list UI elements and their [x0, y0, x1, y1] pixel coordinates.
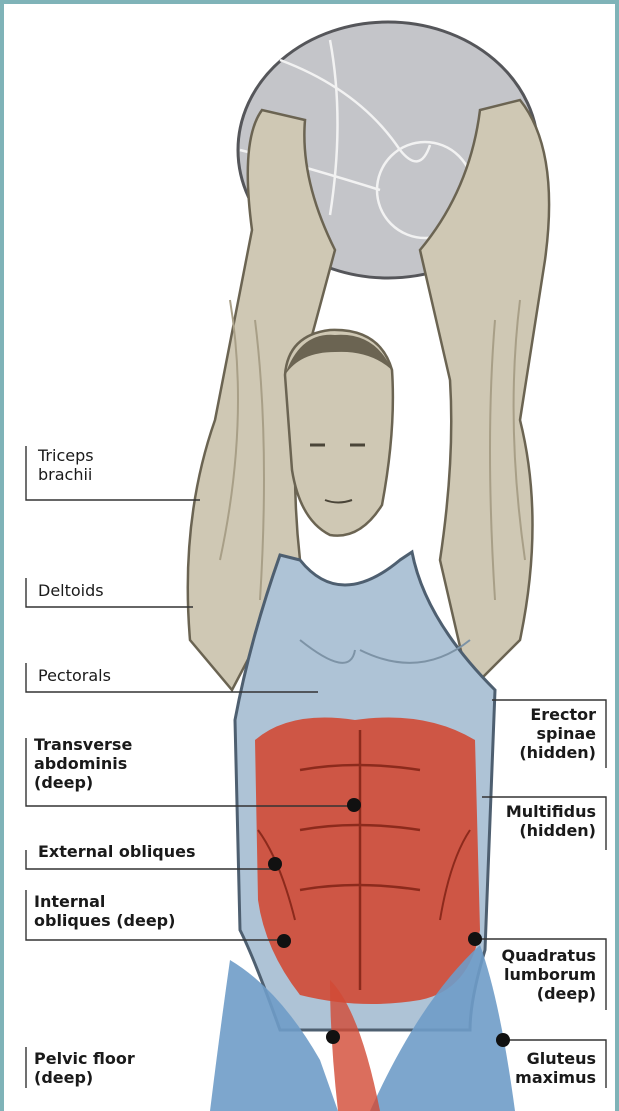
label-line: maximus — [515, 1068, 596, 1087]
dot-external-obliques — [268, 857, 282, 871]
label-line: Transverse — [34, 735, 132, 754]
label-triceps-brachii: Triceps brachii — [38, 446, 94, 484]
label-quadratus-lumborum: Quadratus lumborum (deep) — [502, 946, 597, 1004]
abdominal-muscles — [255, 718, 480, 1005]
label-gluteus-maximus: Gluteus maximus — [515, 1049, 596, 1087]
label-line: (deep) — [34, 1068, 135, 1087]
label-line: (hidden) — [506, 821, 596, 840]
label-line: brachii — [38, 465, 94, 484]
label-line: Deltoids — [38, 581, 104, 600]
label-line: abdominis — [34, 754, 132, 773]
label-erector-spinae: Erector spinae (hidden) — [519, 705, 596, 763]
label-line: (deep) — [34, 773, 132, 792]
label-internal-obliques: Internal obliques (deep) — [34, 892, 175, 930]
label-line: Pectorals — [38, 666, 111, 685]
label-line: spinae — [519, 724, 596, 743]
label-line: lumborum — [502, 965, 597, 984]
dot-quadratus-lumborum — [468, 932, 482, 946]
head — [285, 330, 393, 536]
label-line: Erector — [519, 705, 596, 724]
label-pectorals: Pectorals — [38, 666, 111, 685]
dot-pelvic-floor — [326, 1030, 340, 1044]
label-line: Pelvic floor — [34, 1049, 135, 1068]
label-line: (hidden) — [519, 743, 596, 762]
dot-gluteus-maximus — [496, 1033, 510, 1047]
label-line: External obliques — [38, 842, 196, 861]
label-line: Multifidus — [506, 802, 596, 821]
label-line: Quadratus — [502, 946, 597, 965]
dot-transverse-abdominis — [347, 798, 361, 812]
label-deltoids: Deltoids — [38, 581, 104, 600]
label-line: Triceps — [38, 446, 94, 465]
dot-internal-obliques — [277, 934, 291, 948]
label-line: (deep) — [502, 984, 597, 1003]
label-transverse-abdominis: Transverse abdominis (deep) — [34, 735, 132, 793]
label-line: obliques (deep) — [34, 911, 175, 930]
label-multifidus: Multifidus (hidden) — [506, 802, 596, 840]
label-external-obliques: External obliques — [38, 842, 196, 861]
label-line: Gluteus — [515, 1049, 596, 1068]
label-line: Internal — [34, 892, 175, 911]
label-pelvic-floor: Pelvic floor (deep) — [34, 1049, 135, 1087]
